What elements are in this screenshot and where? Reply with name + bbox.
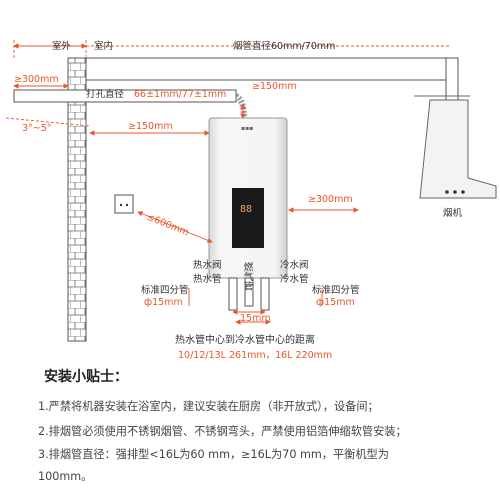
hole-diameter-label: 打孔直径	[86, 88, 125, 100]
dist-150-left: ≥150mm	[128, 121, 173, 132]
dist-600: ≤600mm	[145, 212, 190, 239]
heater-brand: ▪▪▪	[241, 125, 253, 132]
tip-item-3-line-2: 100mm。	[38, 470, 93, 483]
tip-item-3-line-1: 3.排烟管直径：强排型<16L为60 mm，≥16L为70 mm，平衡机型为	[38, 448, 389, 461]
installation-tips: 安装小贴士： 1.严禁将机器安装在浴室内，建议安装在厨房（非开放式），设备间； …	[28, 366, 478, 488]
heater-display: 88	[240, 204, 252, 215]
hot-valve-label: 热水阀	[193, 259, 222, 271]
std-pipe-left-label: 标准四分管	[141, 284, 189, 296]
flue-diameter-label: 烟管直径60mm/70mm	[233, 40, 335, 52]
gas-pipe-label: 燃气管	[242, 261, 254, 290]
tip-item-3: 3.排烟管直径：强排型<16L为60 mm，≥16L为70 mm，平衡机型为 1…	[38, 444, 478, 488]
center-distance-values: 10/12/13L 261mm，16L 220mm	[178, 350, 332, 361]
tip-item-2: 2.排烟管必须使用不锈钢烟管、不锈钢弯头，严禁使用铝箔伸缩软管安装；	[38, 425, 407, 438]
dist-15-label: 15mm	[240, 313, 271, 324]
range-hood	[414, 95, 497, 199]
cold-valve-label: 冷水阀	[280, 259, 309, 271]
std-pipe-right-label: 标准四分管	[312, 284, 360, 296]
tip-item-1: 1.严禁将机器安装在浴室内，建议安装在厨房（非开放式），设备间；	[38, 400, 379, 413]
center-distance-label: 热水管中心到冷水管中心的距离	[175, 333, 315, 346]
hot-pipe-label: 热水管	[193, 273, 222, 285]
installation-diagram: 烟机 ▪▪▪ 88 室外 室内 烟	[5, 40, 497, 361]
std-pipe-left-size: ф15mm	[144, 297, 183, 308]
wall	[67, 57, 87, 342]
indoor-label: 室内	[94, 40, 113, 52]
hole-diameter-value: 66±1mm/77±1mm	[134, 89, 226, 100]
range-hood-label: 烟机	[443, 207, 463, 219]
dist-150-top: ≥150mm	[252, 81, 297, 92]
dist-300-left: ≥300mm	[14, 74, 59, 85]
std-pipe-right-size: ф15mm	[316, 297, 355, 308]
dist-300-right: ≥300mm	[308, 194, 353, 205]
water-heater: ▪▪▪ 88	[208, 117, 288, 279]
slope-label: 3°~5°	[22, 123, 52, 134]
cold-pipe-label: 冷水管	[280, 273, 309, 285]
tips-title: 安装小贴士：	[44, 369, 128, 385]
outdoor-label: 室外	[52, 40, 72, 52]
power-socket	[114, 194, 134, 214]
